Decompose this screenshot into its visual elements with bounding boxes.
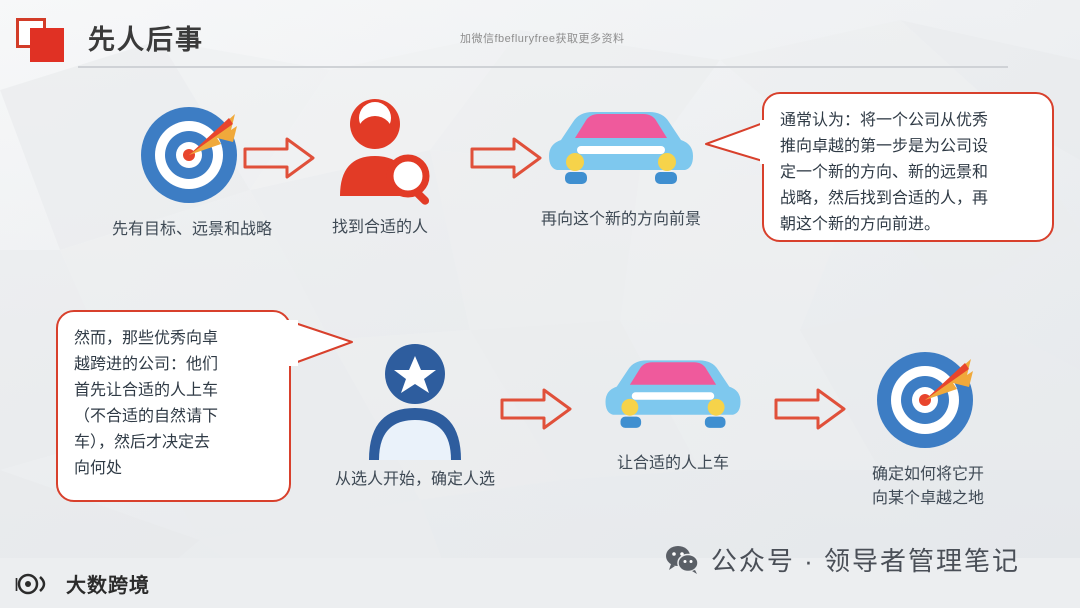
callout-bottom-left-text: 然而，那些优秀向卓 越跨进的公司：他们 首先让合适的人上车 （不合适的自然请下 … bbox=[74, 330, 219, 477]
person-search-icon bbox=[320, 96, 440, 208]
node-row1-3-caption: 再向这个新的方向前景 bbox=[540, 211, 701, 228]
wechat-credit: 公众号 · 领导者管理笔记 bbox=[665, 541, 1020, 578]
brand-text: 大数跨境 bbox=[66, 575, 150, 597]
node-row1-3: 再向这个新的方向前景 bbox=[516, 100, 726, 232]
callout-top-right: 通常认为：将一个公司从优秀 推向卓越的第一步是为公司设 定一个新的方向、新的远景… bbox=[762, 92, 1054, 242]
target-dart-icon bbox=[873, 345, 983, 455]
node-row1-1-caption: 先有目标、远景和战略 bbox=[111, 221, 272, 238]
node-row1-2-caption: 找到合适的人 bbox=[331, 219, 428, 236]
callout-top-right-text: 通常认为：将一个公司从优秀 推向卓越的第一步是为公司设 定一个新的方向、新的远景… bbox=[780, 112, 989, 233]
callout-top-right-tail bbox=[705, 120, 772, 164]
node-row1-1: 先有目标、远景和战略 bbox=[62, 100, 322, 242]
right-arrow-icon bbox=[243, 137, 315, 179]
header-note: 加微信fbefluryfree获取更多资料 bbox=[460, 33, 625, 45]
node-row2-3: 确定如何将它开 向某个卓越之地 bbox=[828, 345, 1028, 511]
right-arrow-icon bbox=[500, 388, 572, 430]
target-dart-icon bbox=[137, 100, 247, 210]
footer-bar bbox=[0, 558, 1080, 608]
node-row2-1: 从选人开始，确定人选 bbox=[300, 340, 530, 492]
wechat-icon bbox=[665, 545, 699, 574]
node-row2-1-caption: 从选人开始，确定人选 bbox=[334, 471, 495, 488]
header-divider bbox=[78, 66, 1008, 68]
node-row2-2: 让合适的人上车 bbox=[578, 348, 768, 476]
callout-bottom-left: 然而，那些优秀向卓 越跨进的公司：他们 首先让合适的人上车 （不合适的自然请下 … bbox=[56, 310, 291, 502]
wechat-credit-text: 公众号 · 领导者管理笔记 bbox=[710, 546, 1020, 576]
right-arrow-icon bbox=[470, 137, 542, 179]
right-arrow-icon bbox=[774, 388, 846, 430]
person-star-icon bbox=[355, 340, 475, 460]
node-row2-2-caption: 让合适的人上车 bbox=[616, 455, 729, 472]
brand-watermark: I 大数跨境 bbox=[14, 569, 150, 598]
car-icon bbox=[598, 348, 748, 444]
node-row2-3-caption: 确定如何将它开 向某个卓越之地 bbox=[871, 466, 984, 507]
compass-icon: I bbox=[14, 573, 46, 595]
node-row1-2: 找到合适的人 bbox=[300, 96, 460, 240]
callout-bottom-left-tail bbox=[286, 320, 353, 366]
page-title: 先人后事 bbox=[88, 25, 204, 55]
svg-text:I: I bbox=[14, 575, 19, 595]
logo-square-filled bbox=[30, 28, 64, 62]
car-icon bbox=[541, 100, 701, 200]
